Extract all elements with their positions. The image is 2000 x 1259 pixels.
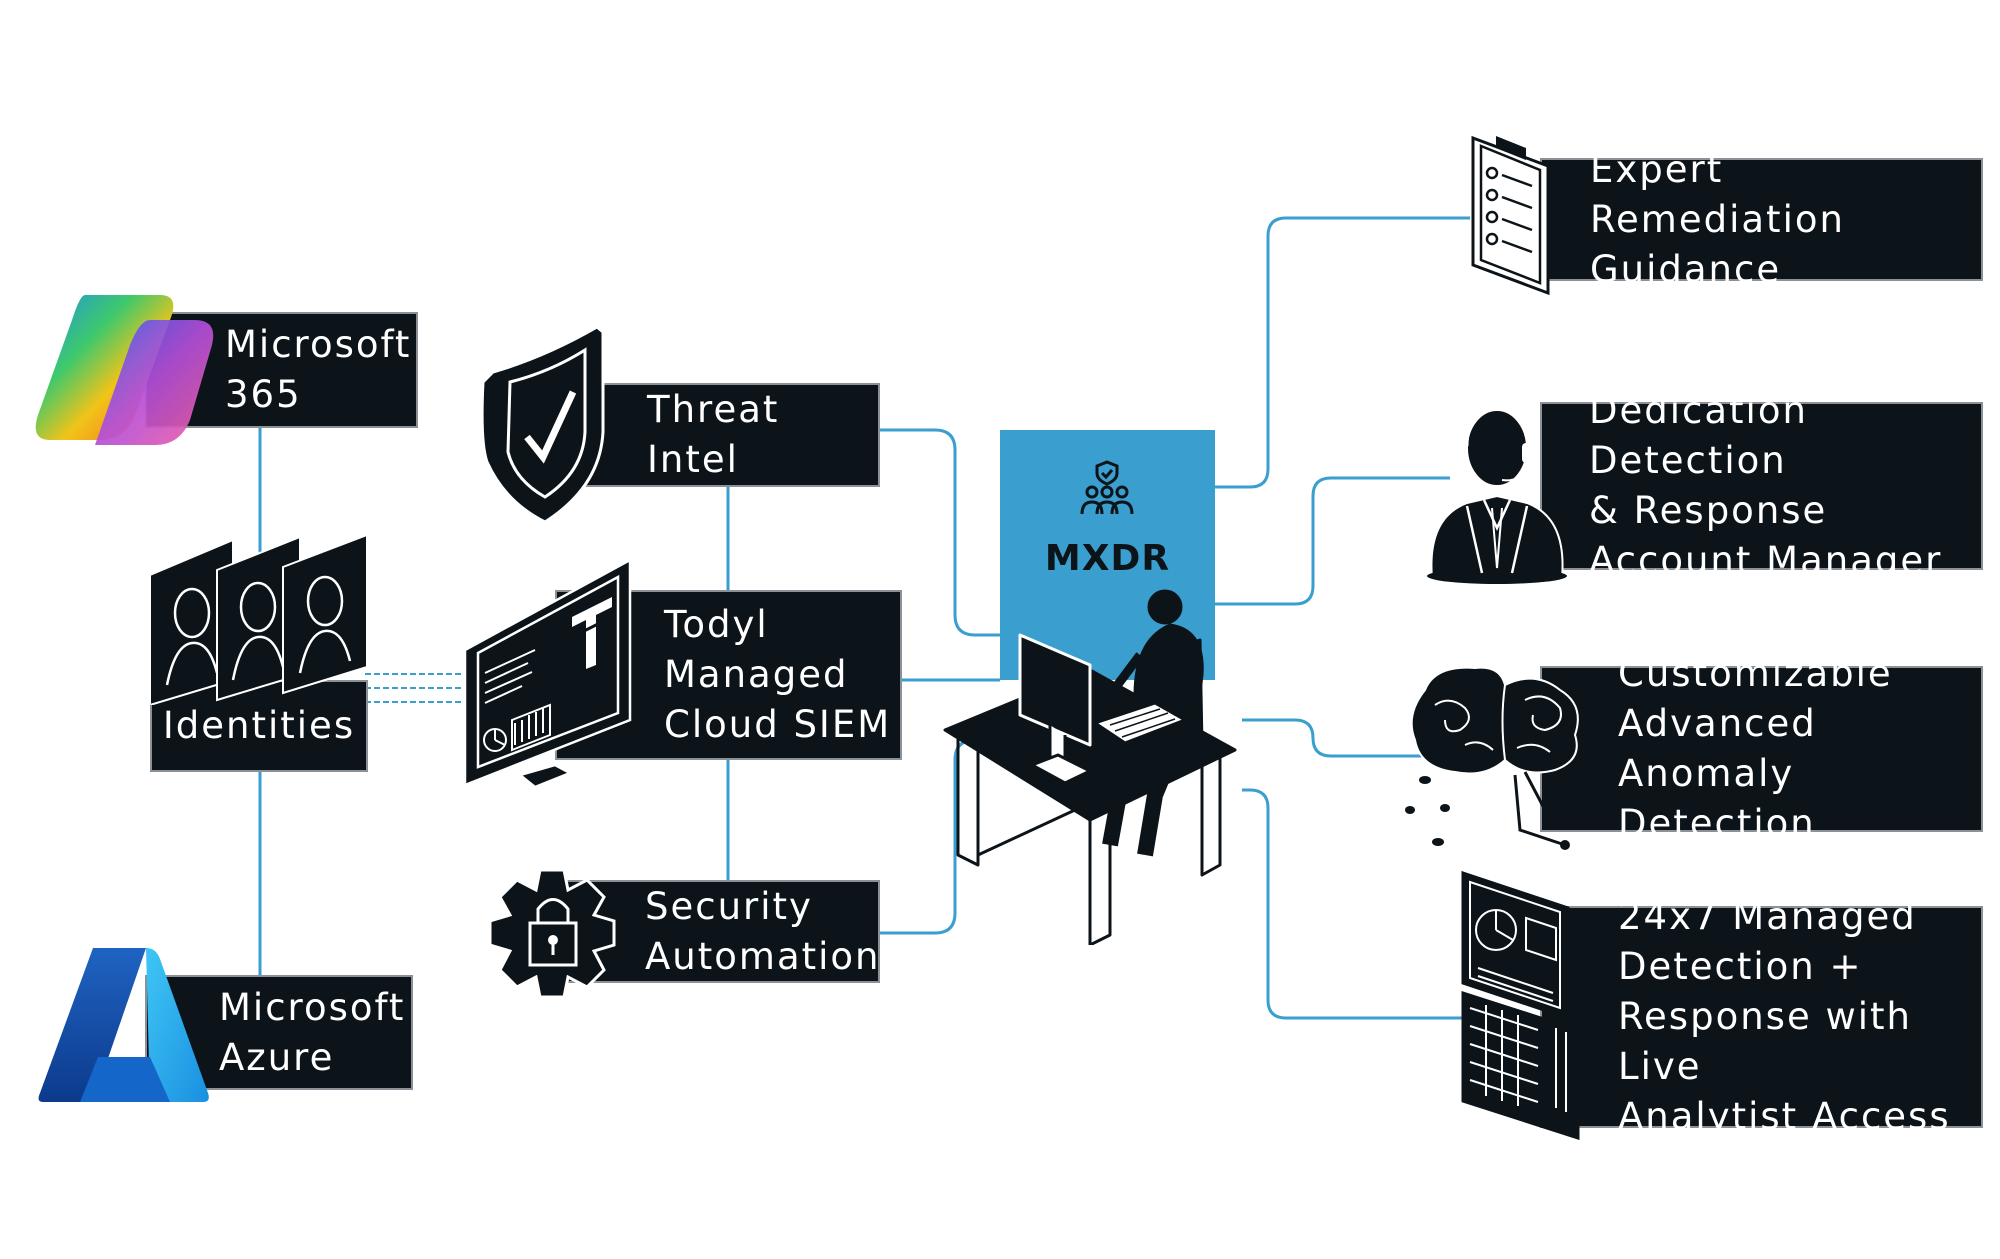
label-identities: Identities	[162, 704, 356, 747]
label-todyl-siem: Todyl Managed Cloud SIEM	[664, 603, 892, 746]
label-anomaly-detection: Customizable Advanced Anomaly Detection	[1618, 652, 1893, 845]
connector-mxdr-anomaly	[1242, 718, 1485, 758]
microsoft-copilot-logo-icon	[35, 295, 214, 445]
identities-faces-icon	[149, 535, 368, 705]
dashboard-screens-icon	[1461, 870, 1582, 1140]
box-managed-detection: 24x7 Managed Detection + Response with L…	[1540, 895, 1983, 1138]
box-todyl-siem: Todyl Managed Cloud SIEM	[555, 590, 902, 760]
box-account-manager: Dedication Detection & Response Account …	[1540, 389, 1983, 582]
connector-mxdr-remediation	[1215, 216, 1470, 489]
label-expert-remediation: Expert Remediation Guidance	[1590, 147, 1845, 291]
box-threat-intel: Threat Intel	[555, 383, 880, 487]
shield-check-icon	[480, 325, 605, 524]
brain-circuit-icon	[1405, 666, 1585, 850]
box-expert-remediation: Expert Remediation Guidance	[1540, 148, 1983, 291]
mxdr-label: MXDR	[1044, 538, 1171, 579]
label-account-manager: Dedication Detection & Response Account …	[1589, 389, 1943, 582]
monitor-dashboard-icon	[463, 557, 632, 789]
headset-person-icon	[1427, 406, 1567, 584]
gear-lock-icon	[488, 868, 616, 999]
connector-threatintel-mxdr	[880, 428, 1000, 637]
label-managed-detection: 24x7 Managed Detection + Response with L…	[1618, 895, 1951, 1138]
connector-mxdr-managed	[1242, 788, 1470, 1020]
team-shield-icon	[1080, 460, 1134, 515]
label-security-automation: Security Automation	[645, 884, 881, 978]
label-threat-intel: Threat Intel	[647, 388, 780, 481]
box-identities: Identities	[150, 680, 368, 772]
box-microsoft-azure: Microsoft Azure	[145, 975, 413, 1090]
label-microsoft-365: Microsoft 365	[225, 323, 412, 416]
connector-mxdr-account	[1215, 476, 1450, 606]
analyst-desk-illustration	[943, 589, 1237, 945]
clipboard-checklist-icon	[1471, 135, 1550, 296]
microsoft-azure-logo-icon	[38, 948, 209, 1102]
box-anomaly-detection: Customizable Advanced Anomaly Detection	[1540, 652, 1983, 845]
label-microsoft-azure: Microsoft Azure	[219, 985, 406, 1079]
